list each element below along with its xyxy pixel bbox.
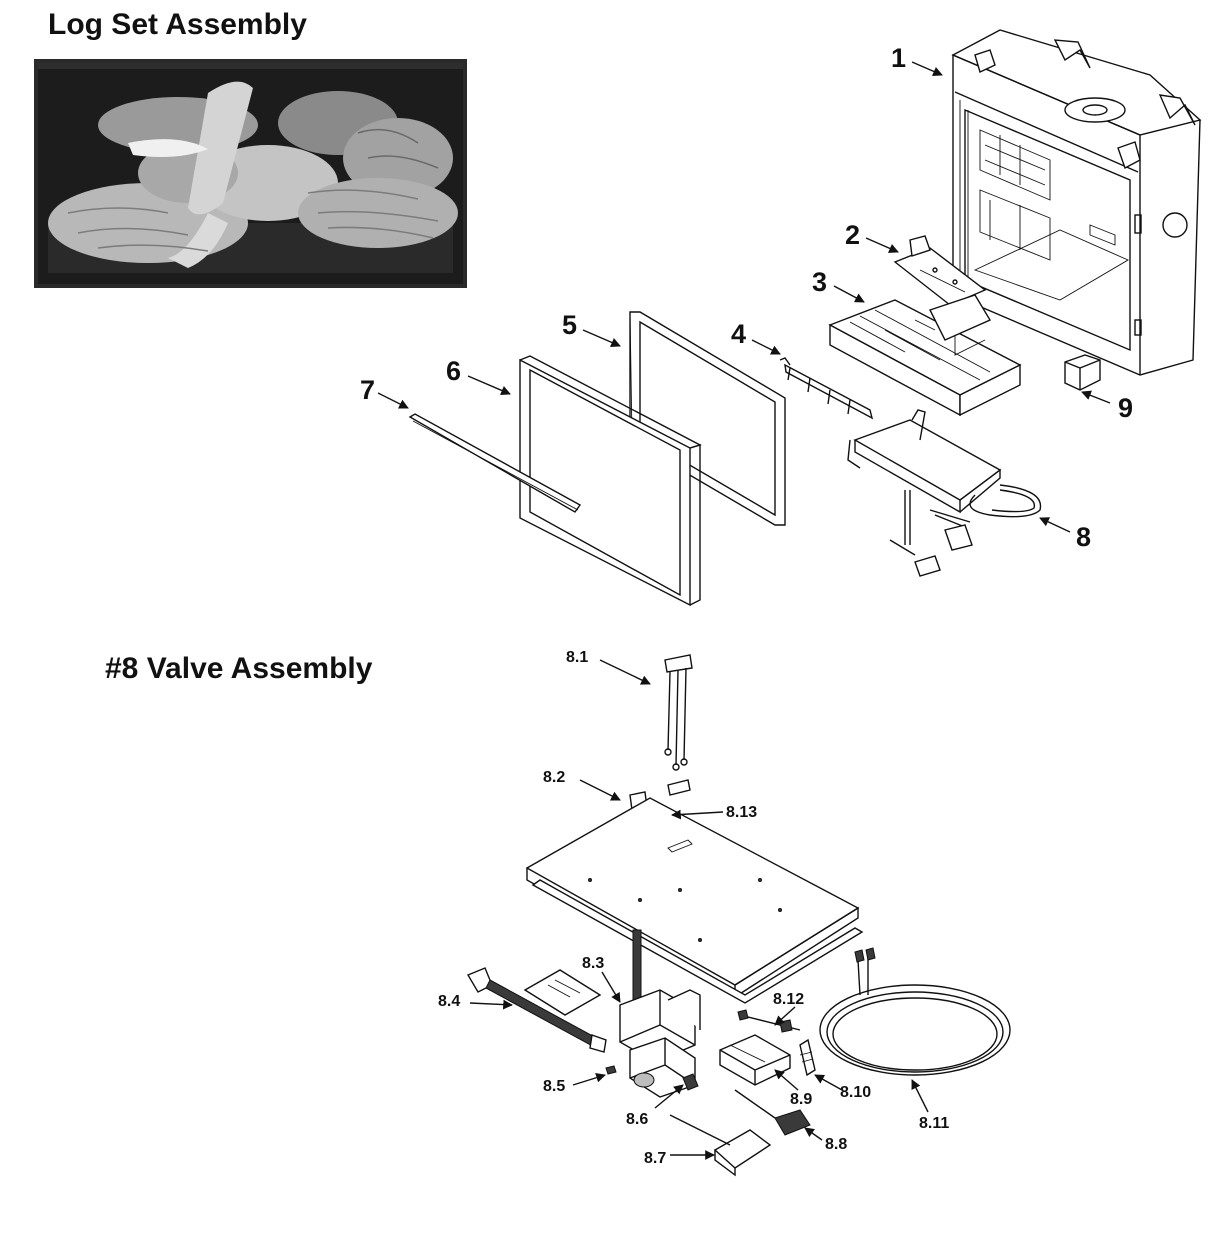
part-8-1-pilot-assembly [664, 654, 693, 771]
callout-8-4: 8.4 [438, 993, 460, 1010]
part-1-firebox [951, 29, 1202, 376]
part-8-7-switch-bracket [669, 1114, 772, 1177]
callout-2: 2 [845, 220, 860, 250]
valve-mounting-plate [525, 797, 864, 1004]
callout-3: 3 [812, 267, 827, 297]
part-8-valve-tray [847, 409, 1042, 577]
callout-8-2: 8.2 [543, 769, 565, 786]
part-6-front-frame [519, 355, 702, 607]
callout-8-6: 8.6 [626, 1111, 648, 1128]
callout-8-10: 8.10 [840, 1084, 871, 1101]
part-8-5-gas-valve [605, 1037, 696, 1098]
callout-7: 7 [360, 375, 375, 405]
part-8-10-terminal-block [799, 1038, 816, 1077]
callout-6: 6 [446, 356, 461, 386]
callout-1: 1 [891, 43, 906, 73]
callout-8-9: 8.9 [790, 1091, 812, 1108]
callout-5: 5 [562, 310, 577, 340]
callout-9: 9 [1118, 393, 1133, 423]
part-8-4-flex-connector [466, 967, 607, 1053]
part-8-11-wire-coil [819, 947, 1011, 1076]
part-4-rod [779, 357, 874, 420]
burner-feed-pipe [632, 929, 642, 1006]
callout-8-5: 8.5 [543, 1078, 565, 1095]
callout-8-3: 8.3 [582, 955, 604, 972]
part-9-block [1064, 354, 1101, 391]
log-set-heading: Log Set Assembly [48, 8, 307, 41]
log-set-photo [34, 59, 467, 288]
callout-8-1: 8.1 [566, 649, 588, 666]
part-7-trim-strip [408, 413, 582, 513]
part-8-8-receiver [734, 1089, 811, 1136]
valve-assembly-heading: #8 Valve Assembly [105, 652, 373, 685]
part-2-bracket [893, 235, 987, 306]
leader-lines [377, 61, 1111, 1160]
part-8-6-fitting [682, 1073, 699, 1091]
callout-8-12: 8.12 [773, 991, 804, 1008]
part-8-12-wire-harness [737, 1009, 801, 1033]
callout-8-7: 8.7 [644, 1150, 666, 1167]
part-3-brick-liner [828, 294, 1022, 417]
part-8-9-control-module [719, 1034, 791, 1086]
callout-8: 8 [1076, 522, 1091, 552]
part-8-3-valve-bracket [619, 989, 701, 1063]
callout-8-8: 8.8 [825, 1136, 847, 1153]
callout-4: 4 [731, 319, 746, 349]
callout-8-13: 8.13 [726, 804, 757, 821]
callout-8-11: 8.11 [919, 1115, 949, 1132]
